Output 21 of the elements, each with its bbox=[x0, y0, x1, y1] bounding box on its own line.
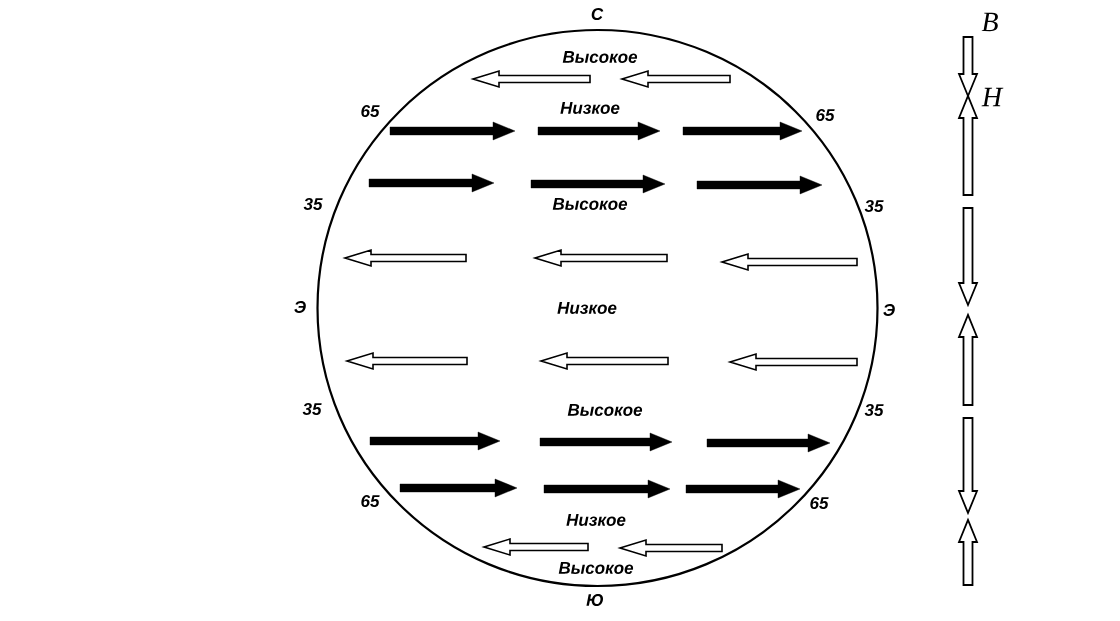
pressure-label: Низкое bbox=[557, 302, 617, 314]
direction-label: Э bbox=[883, 303, 895, 316]
direction-label: Э bbox=[294, 300, 306, 313]
latitude-label: 65 bbox=[816, 108, 835, 121]
latitude-label: 35 bbox=[864, 199, 884, 212]
pressure-label: Высокое bbox=[567, 404, 643, 416]
latitude-label: 35 bbox=[303, 197, 323, 210]
direction-label: С bbox=[591, 7, 604, 20]
pressure-label: Низкое bbox=[560, 102, 620, 114]
latitude-label: 65 bbox=[361, 104, 380, 117]
latitude-label: 65 bbox=[361, 494, 380, 507]
handwritten-letter: В bbox=[981, 12, 998, 32]
latitude-label: 35 bbox=[302, 402, 322, 415]
latitude-label: 65 bbox=[810, 496, 829, 509]
latitude-label: 35 bbox=[864, 403, 884, 416]
pressure-label: Высокое bbox=[552, 198, 628, 210]
pressure-label: Низкое bbox=[566, 514, 626, 526]
pressure-label: Высокое bbox=[562, 51, 638, 63]
handwritten-letter: Н bbox=[981, 87, 1004, 107]
direction-label: Ю bbox=[586, 593, 603, 606]
pressure-label: Высокое bbox=[558, 562, 634, 574]
